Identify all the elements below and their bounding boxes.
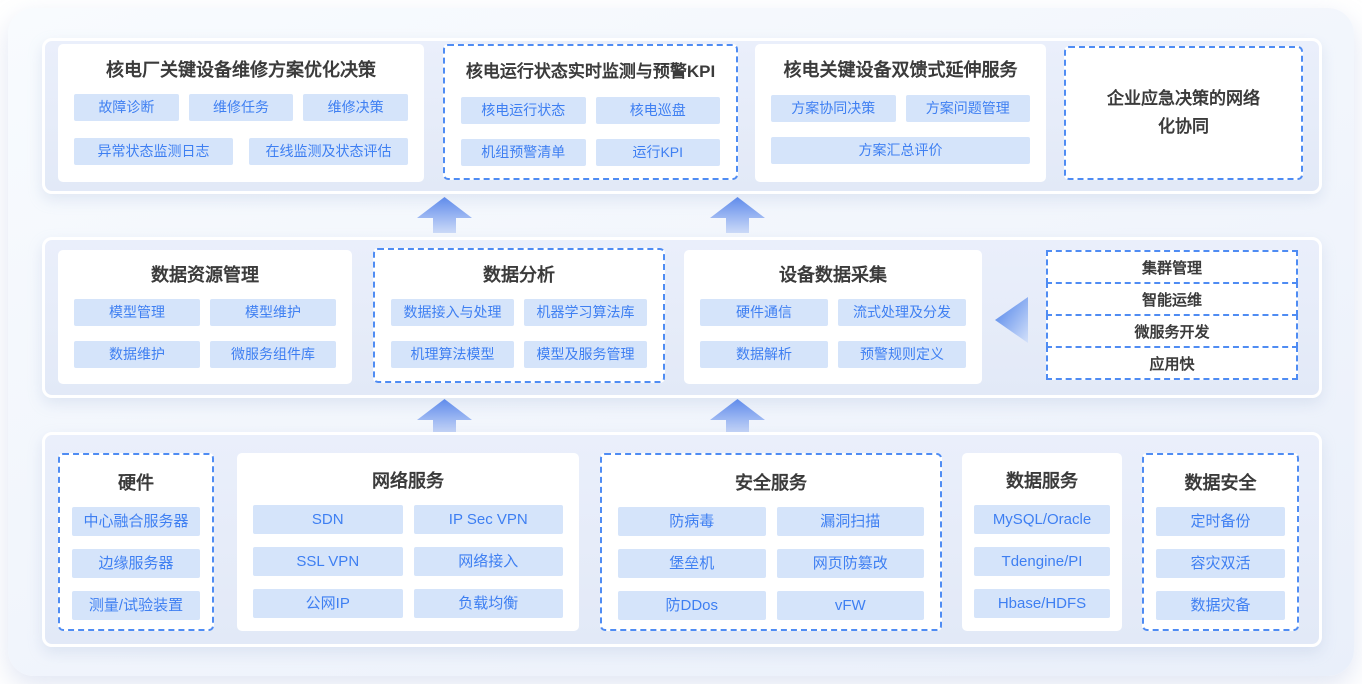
card-runtime-kpi-monitor: 核电运行状态实时监测与预警KPI 核电运行状态 核电巡盘 机组预警清单 运行KP… bbox=[443, 44, 738, 180]
card-title: 数据安全 bbox=[1184, 473, 1257, 493]
tag: MySQL/Oracle bbox=[974, 505, 1110, 534]
tag: 方案问题管理 bbox=[905, 95, 1030, 122]
card-title: 数据服务 bbox=[1006, 471, 1078, 491]
tag: 机器学习算法库 bbox=[524, 299, 647, 326]
tag: 漏洞扫描 bbox=[776, 507, 924, 536]
tag: Tdengine/PI bbox=[974, 547, 1110, 576]
tag: 流式处理及分发 bbox=[838, 299, 966, 326]
tag: 在线监测及状态评估 bbox=[249, 138, 408, 165]
tag: 预警规则定义 bbox=[838, 341, 966, 368]
card-title: 设备数据采集 bbox=[779, 265, 887, 285]
tag: 网络接入 bbox=[413, 547, 563, 576]
tag: 数据灾备 bbox=[1156, 591, 1285, 620]
tag: 测量/试验装置 bbox=[72, 591, 200, 620]
tag: 中心融合服务器 bbox=[72, 507, 200, 536]
tag: 维修决策 bbox=[303, 94, 409, 121]
tag: 维修任务 bbox=[188, 94, 294, 121]
tag: 故障诊断 bbox=[74, 94, 179, 121]
tag: 异常状态监测日志 bbox=[74, 138, 233, 165]
tag: 边缘服务器 bbox=[72, 549, 200, 578]
card-device-data-collection: 设备数据采集 硬件通信 流式处理及分发 数据解析 预警规则定义 bbox=[684, 250, 982, 384]
infrastructure-layer: 硬件 中心融合服务器 边缘服务器 测量/试验装置 网络服务 SDN IP Sec… bbox=[42, 432, 1322, 647]
card-title: 核电运行状态实时监测与预警KPI bbox=[465, 62, 716, 81]
card-security-services: 安全服务 防病毒 漏洞扫描 堡垒机 网页防篡改 防DDos vFW bbox=[600, 453, 942, 631]
stack-item-app-rapid: 应用快 bbox=[1046, 346, 1298, 380]
tag: 硬件通信 bbox=[700, 299, 828, 326]
up-arrow-icon bbox=[710, 197, 765, 233]
tag: SSL VPN bbox=[253, 547, 403, 576]
card-emergency-collaboration: 企业应急决策的网络化协同 bbox=[1064, 46, 1303, 180]
card-data-services: 数据服务 MySQL/Oracle Tdengine/PI Hbase/HDFS bbox=[962, 453, 1122, 631]
side-capability-stack: 集群管理 智能运维 微服务开发 应用快 bbox=[1046, 250, 1298, 380]
tag: 模型管理 bbox=[74, 299, 200, 326]
tag: 数据接入与处理 bbox=[391, 299, 514, 326]
tag: 机组预警清单 bbox=[461, 139, 586, 166]
tag: 模型维护 bbox=[210, 299, 336, 326]
tag: 网页防篡改 bbox=[776, 549, 924, 578]
tag: 模型及服务管理 bbox=[524, 341, 647, 368]
card-title: 数据分析 bbox=[483, 265, 555, 285]
card-data-analysis: 数据分析 数据接入与处理 机器学习算法库 机理算法模型 模型及服务管理 bbox=[373, 248, 665, 383]
up-arrow-icon bbox=[417, 399, 472, 435]
tag: 微服务组件库 bbox=[210, 341, 336, 368]
tag: IP Sec VPN bbox=[413, 505, 563, 534]
tag: 防DDos bbox=[618, 591, 766, 620]
tag: 负载均衡 bbox=[413, 589, 563, 618]
stack-item-cluster-mgmt: 集群管理 bbox=[1046, 250, 1298, 284]
tag: 容灾双活 bbox=[1156, 549, 1285, 578]
tag: 数据维护 bbox=[74, 341, 200, 368]
tag: 堡垒机 bbox=[618, 549, 766, 578]
tag: 核电巡盘 bbox=[595, 97, 720, 124]
card-hardware: 硬件 中心融合服务器 边缘服务器 测量/试验装置 bbox=[58, 453, 214, 631]
card-plant-maintenance-decision: 核电厂关键设备维修方案优化决策 故障诊断 维修任务 维修决策 异常状态监测日志 … bbox=[58, 44, 424, 182]
platform-layer: 数据资源管理 模型管理 模型维护 数据维护 微服务组件库 数据分析 数据接入与处… bbox=[42, 237, 1322, 398]
card-title: 硬件 bbox=[118, 473, 154, 493]
card-network-services: 网络服务 SDN IP Sec VPN SSL VPN 网络接入 公网IP 负载… bbox=[237, 453, 579, 631]
diagram-canvas: 核电厂关键设备维修方案优化决策 故障诊断 维修任务 维修决策 异常状态监测日志 … bbox=[8, 8, 1354, 676]
tag: 机理算法模型 bbox=[391, 341, 514, 368]
stack-item-intelligent-ops: 智能运维 bbox=[1046, 282, 1298, 316]
card-title: 企业应急决策的网络化协同 bbox=[1107, 89, 1260, 136]
tag: 方案协同决策 bbox=[771, 95, 896, 122]
card-data-security: 数据安全 定时备份 容灾双活 数据灾备 bbox=[1142, 453, 1299, 631]
card-title: 网络服务 bbox=[372, 471, 444, 491]
card-data-resource-mgmt: 数据资源管理 模型管理 模型维护 数据维护 微服务组件库 bbox=[58, 250, 352, 384]
card-title: 数据资源管理 bbox=[151, 265, 259, 285]
tag: 定时备份 bbox=[1156, 507, 1285, 536]
tag: vFW bbox=[776, 591, 924, 620]
tag: Hbase/HDFS bbox=[974, 589, 1110, 618]
tag: SDN bbox=[253, 505, 403, 534]
up-arrow-icon bbox=[417, 197, 472, 233]
tag: 运行KPI bbox=[595, 139, 720, 166]
stack-item-microservice-dev: 微服务开发 bbox=[1046, 314, 1298, 348]
tag: 核电运行状态 bbox=[461, 97, 586, 124]
card-title: 安全服务 bbox=[735, 473, 807, 493]
card-extended-service: 核电关键设备双馈式延伸服务 方案协同决策 方案问题管理 方案汇总评价 bbox=[755, 44, 1046, 182]
tag: 公网IP bbox=[253, 589, 403, 618]
left-arrow-icon bbox=[995, 297, 1028, 343]
card-title: 核电关键设备双馈式延伸服务 bbox=[783, 60, 1018, 80]
tag: 防病毒 bbox=[618, 507, 766, 536]
up-arrow-icon bbox=[710, 399, 765, 435]
tag: 数据解析 bbox=[700, 341, 828, 368]
application-layer: 核电厂关键设备维修方案优化决策 故障诊断 维修任务 维修决策 异常状态监测日志 … bbox=[42, 38, 1322, 194]
card-title: 核电厂关键设备维修方案优化决策 bbox=[106, 60, 376, 80]
tag: 方案汇总评价 bbox=[771, 137, 1030, 164]
